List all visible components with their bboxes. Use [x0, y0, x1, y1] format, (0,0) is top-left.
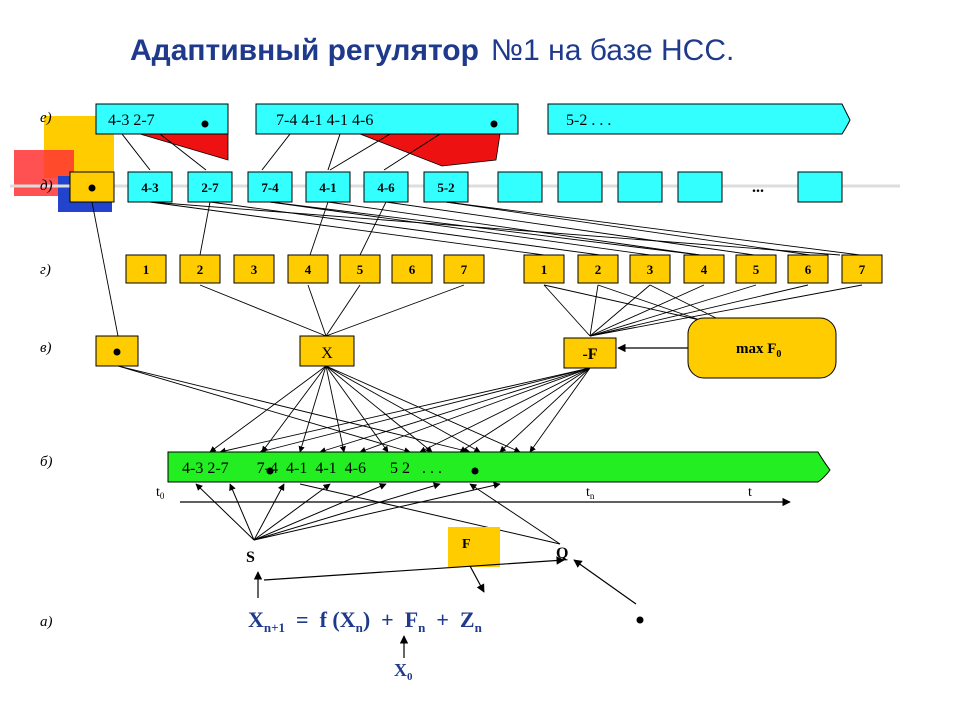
row-label-b: б) [40, 454, 53, 470]
formula: Xn+1 = f (Xn) + Fn + Zn [248, 607, 483, 635]
sequence-banner [167, 451, 831, 483]
d-cell-label: 4-3 [141, 180, 159, 195]
row-label-d: д) [40, 178, 53, 194]
banner-1-text: 4-3 2-7 [108, 112, 155, 129]
g-cell [841, 254, 883, 284]
s-label: S [246, 549, 255, 566]
d-cell-empty [557, 171, 603, 203]
g-cell-label: 2 [197, 262, 204, 277]
g-cell [629, 254, 671, 284]
dot-cell-dot [88, 184, 96, 192]
f-to-formula-arrow [469, 565, 485, 593]
d-ellipsis: ... [752, 179, 764, 196]
banner-2 [255, 103, 519, 135]
x-box [299, 335, 355, 367]
tn-label: tn [586, 485, 595, 501]
d-cell [127, 171, 173, 203]
g-cell [735, 254, 777, 284]
d-cell-empty [617, 171, 663, 203]
d-cell-label: 4-1 [319, 180, 336, 195]
d-cell [187, 171, 233, 203]
banner-1 [95, 103, 229, 135]
g-cell-label: 4 [701, 262, 708, 277]
g-cell [125, 254, 167, 284]
q-label: Q [556, 545, 568, 562]
g-cell [179, 254, 221, 284]
d-cell-label: 5-2 [437, 180, 454, 195]
row-label-e: е) [40, 110, 52, 126]
page-title: Адаптивный регулятор №1 на базе НСС. [130, 34, 930, 68]
g-cell-label: 3 [647, 262, 654, 277]
links-v-b [117, 365, 591, 454]
noise-to-q-arrow [573, 559, 637, 605]
g-cell-label: 6 [805, 262, 812, 277]
d-cell-label: 2-7 [201, 180, 219, 195]
title-bold: Адаптивный регулятор [130, 34, 479, 67]
g-cell-label: 7 [461, 262, 468, 277]
links-e-d [121, 133, 441, 171]
red-wedge-right [359, 133, 501, 167]
dot-box-dot [113, 348, 121, 356]
g-cell-label: 3 [251, 262, 258, 277]
sequence-dot-2 [471, 467, 479, 475]
row-label-a: а) [40, 614, 53, 630]
g-cell-label: 6 [409, 262, 416, 277]
g-cell-label: 1 [541, 262, 548, 277]
d-cell-empty [797, 171, 843, 203]
g-cells: 1 2 3 4 5 6 7 1 2 3 4 5 6 7 [125, 254, 883, 284]
banner-1-dot [201, 120, 209, 128]
g-cell [683, 254, 725, 284]
g-cell-label: 7 [859, 262, 866, 277]
links-d-g [149, 201, 861, 256]
d-cell-label: 7-4 [261, 180, 279, 195]
banner-2-dot [490, 120, 498, 128]
d-cell-empty [497, 171, 543, 203]
g-cell-label: 4 [305, 262, 312, 277]
f-signal-label: F [462, 537, 471, 552]
d-cell [247, 171, 293, 203]
s-to-q-arrow [263, 556, 565, 581]
g-cell [233, 254, 275, 284]
g-cell [787, 254, 829, 284]
g-cell-label: 5 [753, 262, 760, 277]
red-wedge-left [139, 133, 229, 161]
g-cell-label: 1 [143, 262, 150, 277]
t0-label: t0 [156, 485, 165, 501]
banner-3-text: 5-2 . . . [566, 112, 611, 129]
g-cell [287, 254, 329, 284]
g-cell [339, 254, 381, 284]
sequence-dot-1 [266, 467, 274, 475]
f-box [563, 337, 617, 369]
g-cell [443, 254, 485, 284]
row-label-g: г) [40, 262, 51, 278]
d-cell [423, 171, 469, 203]
g-cell [391, 254, 433, 284]
d-cell [363, 171, 409, 203]
f-signal-box [448, 527, 500, 567]
x0-label: X0 [394, 660, 413, 683]
g-cell [523, 254, 565, 284]
g-cell [577, 254, 619, 284]
title-normal: №1 на базе НСС. [490, 34, 735, 67]
d-cell-empty [677, 171, 723, 203]
noise-dot [636, 616, 644, 624]
d-cell-label: 4-6 [377, 180, 395, 195]
sequence-text: 4-3 2-7 7-4 4-1 4-1 4-6 5 2 . . . [182, 460, 442, 477]
t-label: t [748, 485, 752, 500]
links-g-v [91, 201, 863, 337]
max-f-label: max F0 [736, 341, 781, 360]
banner-2-text: 7-4 4-1 4-1 4-6 [276, 112, 373, 129]
banner-3 [547, 103, 851, 135]
row-label-v: в) [40, 340, 52, 356]
f-box-label: -F [582, 346, 597, 363]
x-box-label: X [321, 345, 333, 362]
g-cell-label: 5 [357, 262, 364, 277]
d-cells: 4-3 2-7 7-4 4-1 4-6 5-2 ... [127, 171, 843, 203]
links-s-b [195, 481, 561, 545]
g-cell-label: 2 [595, 262, 602, 277]
